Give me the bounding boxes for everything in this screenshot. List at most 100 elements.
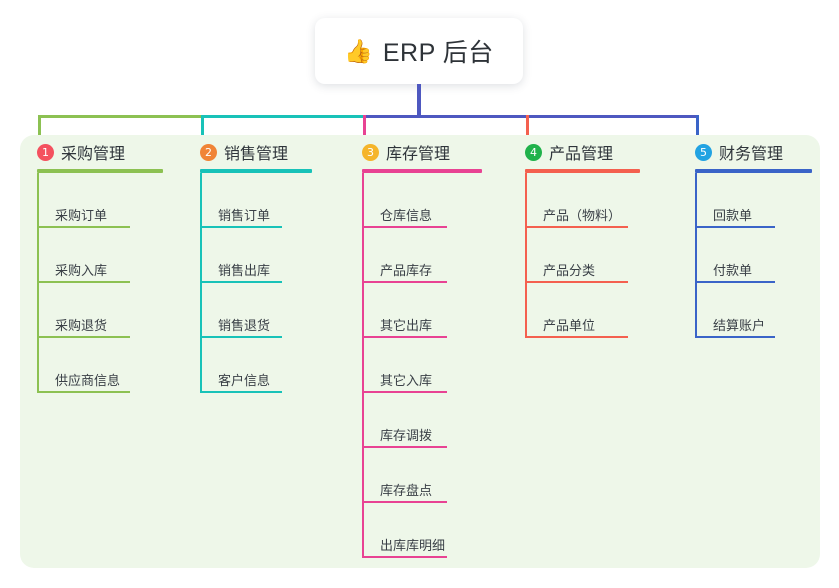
branch-title: 销售管理 — [224, 146, 289, 163]
branch-item[interactable]: 产品单位 — [525, 283, 678, 338]
branch-item[interactable]: 其它入库 — [362, 338, 508, 393]
branch-drop-connector-2 — [201, 115, 204, 139]
branch-items: 仓库信息产品库存其它出库其它入库库存调拨库存盘点出库库明细 — [362, 173, 508, 558]
branch-item[interactable]: 销售退货 — [200, 283, 345, 338]
branch-item-label: 出库库明细 — [380, 538, 446, 553]
branch-spine-connector — [525, 173, 527, 338]
branch-item-rule — [362, 501, 447, 503]
branch-item-rule — [362, 336, 447, 338]
branch-spine-connector — [37, 173, 39, 393]
branch-item[interactable]: 产品（物料） — [525, 173, 678, 228]
branch-header-4[interactable]: 4 产品管理 — [508, 135, 678, 169]
branch-item-label: 供应商信息 — [55, 373, 121, 388]
branch-item-label: 销售订单 — [218, 208, 271, 223]
branch-item[interactable]: 供应商信息 — [37, 338, 183, 393]
root-node[interactable]: 👍 ERP 后台 — [315, 18, 523, 84]
branch-item-label: 产品单位 — [543, 318, 596, 333]
branch-item-label: 销售退货 — [218, 318, 271, 333]
branch-items: 产品（物料） 产品分类产品单位 — [525, 173, 678, 338]
branch-header-rule — [37, 169, 163, 173]
branch-drop-connector-1 — [38, 115, 41, 137]
bus-segment-4 — [526, 115, 699, 118]
branch-column-4: 4 产品管理产品（物料） 产品分类产品单位 — [508, 135, 678, 338]
branch-header-1[interactable]: 1 采购管理 — [20, 135, 183, 169]
branch-item[interactable]: 回款单 — [695, 173, 820, 228]
bus-segment-1 — [38, 115, 204, 118]
branch-item-label: 其它出库 — [380, 318, 433, 333]
branch-item-label: 产品分类 — [543, 263, 596, 278]
branch-header-rule — [525, 169, 640, 173]
branch-spine-connector — [200, 173, 202, 393]
branch-column-5: 5 财务管理回款单付款单结算账户 — [678, 135, 820, 338]
branch-item-label: 库存盘点 — [380, 483, 433, 498]
branch-item[interactable]: 产品库存 — [362, 228, 508, 283]
branch-item-label: 回款单 — [713, 208, 753, 223]
bus-segment-3 — [363, 115, 529, 118]
branch-title: 采购管理 — [61, 146, 126, 163]
branch-item[interactable]: 库存盘点 — [362, 448, 508, 503]
branch-number-badge: 3 — [362, 143, 379, 161]
branch-item[interactable]: 其它出库 — [362, 283, 508, 338]
branch-item[interactable]: 库存调拨 — [362, 393, 508, 448]
branch-item-rule — [37, 336, 130, 338]
branch-number-badge: 4 — [525, 143, 542, 161]
branch-item-rule — [695, 226, 775, 228]
branch-item-label: 其它入库 — [380, 373, 433, 388]
branch-item-label: 采购退货 — [55, 318, 108, 333]
branch-item[interactable]: 结算账户 — [695, 283, 820, 338]
branch-item[interactable]: 客户信息 — [200, 338, 345, 393]
branch-item-label: 销售出库 — [218, 263, 271, 278]
branch-item-rule — [362, 281, 447, 283]
branch-item-rule — [200, 281, 282, 283]
branch-items: 采购订单采购入库采购退货供应商信息 — [37, 173, 183, 393]
branch-item[interactable]: 仓库信息 — [362, 173, 508, 228]
branch-item[interactable]: 采购退货 — [37, 283, 183, 338]
branch-item-rule — [525, 226, 628, 228]
branch-item-rule — [200, 336, 282, 338]
branch-item-label: 库存调拨 — [380, 428, 433, 443]
branch-item[interactable]: 销售订单 — [200, 173, 345, 228]
branch-item[interactable]: 产品分类 — [525, 228, 678, 283]
branch-item-rule — [362, 446, 447, 448]
branch-number-badge: 2 — [200, 143, 217, 161]
bus-segment-2 — [201, 115, 366, 118]
branch-item-label: 客户信息 — [218, 373, 271, 388]
branch-drop-connector-4 — [526, 115, 529, 137]
branch-item-label: 产品库存 — [380, 263, 433, 278]
branch-item[interactable]: 销售出库 — [200, 228, 345, 283]
branch-items: 回款单付款单结算账户 — [695, 173, 820, 338]
branch-spine-connector — [695, 173, 697, 338]
branch-item-label: 采购订单 — [55, 208, 108, 223]
branch-number-badge: 1 — [37, 143, 54, 161]
branch-item-label: 产品（物料） — [543, 208, 622, 223]
branch-item-rule — [200, 391, 282, 393]
branch-header-rule — [695, 169, 812, 173]
branch-item[interactable]: 采购订单 — [37, 173, 183, 228]
branch-number-badge: 5 — [695, 143, 712, 161]
branch-item-rule — [200, 226, 282, 228]
branch-header-2[interactable]: 2 销售管理 — [183, 135, 345, 169]
root-title: ERP 后台 — [382, 39, 494, 67]
branch-panel: 1 采购管理采购订单采购入库采购退货供应商信息 2 销售管理销售订单销售出库销售退货客… — [20, 135, 820, 568]
branch-header-rule — [362, 169, 482, 173]
branch-spine-connector — [362, 173, 364, 558]
thumbs-up-icon: 👍 — [344, 37, 373, 64]
branch-item[interactable]: 付款单 — [695, 228, 820, 283]
branch-item-rule — [362, 391, 447, 393]
branch-item[interactable]: 出库库明细 — [362, 503, 508, 558]
branch-header-rule — [200, 169, 312, 173]
branch-item-label: 付款单 — [713, 263, 753, 278]
branch-title: 产品管理 — [549, 146, 614, 163]
branch-item[interactable]: 采购入库 — [37, 228, 183, 283]
branch-item-rule — [695, 336, 775, 338]
branch-item-rule — [525, 281, 628, 283]
branch-item-rule — [37, 226, 130, 228]
branch-title: 财务管理 — [719, 146, 784, 163]
branch-item-rule — [695, 281, 775, 283]
branch-item-rule — [362, 556, 447, 558]
branch-drop-connector-5 — [696, 115, 699, 137]
branch-header-5[interactable]: 5 财务管理 — [678, 135, 820, 169]
